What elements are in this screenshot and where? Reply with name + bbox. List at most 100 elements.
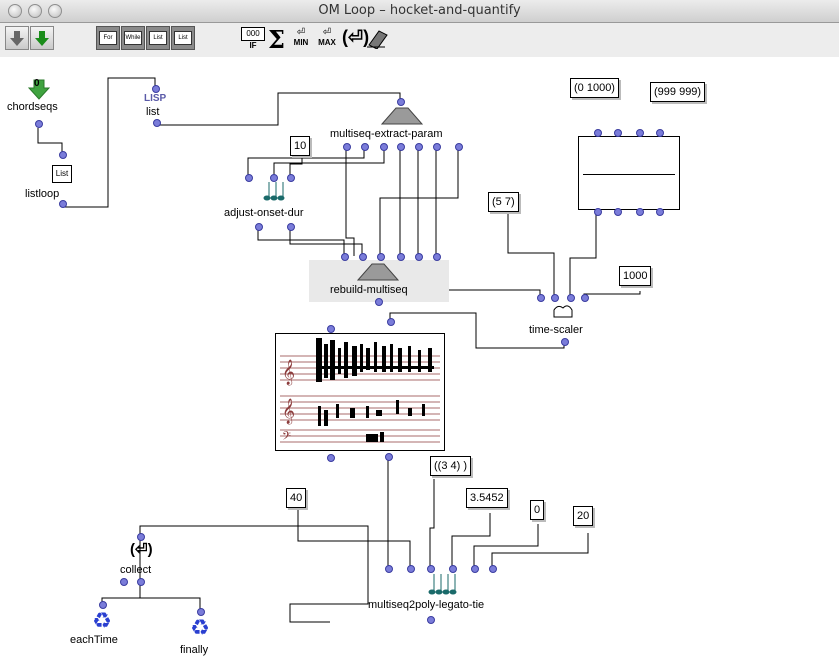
inlet-outlet[interactable]	[359, 253, 367, 261]
multiseq2poly-label[interactable]: multiseq2poly-legato-tie	[368, 599, 485, 611]
inlet-outlet[interactable]	[377, 253, 385, 261]
list-loop-button-2[interactable]: List	[171, 26, 195, 50]
inlet-outlet[interactable]	[380, 143, 388, 151]
inlet-outlet[interactable]	[341, 253, 349, 261]
collect-label[interactable]: collect	[120, 564, 152, 576]
patch-canvas[interactable]: 0 chordseqs List listloop LISP list mult…	[0, 58, 839, 668]
value-0[interactable]: 0	[530, 500, 545, 520]
inlet-outlet[interactable]	[489, 565, 497, 573]
inlet-outlet[interactable]	[433, 253, 441, 261]
inlet-outlet[interactable]	[656, 208, 664, 216]
inlet-outlet[interactable]	[361, 143, 369, 151]
inlet-outlet[interactable]	[327, 325, 335, 333]
inlet-outlet[interactable]	[245, 174, 253, 182]
inlet-outlet[interactable]	[255, 223, 263, 231]
while-loop-button[interactable]: While	[121, 26, 145, 50]
inlet-outlet[interactable]	[343, 143, 351, 151]
inlet-outlet[interactable]	[455, 143, 463, 151]
inlet-outlet[interactable]	[397, 253, 405, 261]
inlet-outlet[interactable]	[614, 129, 622, 137]
inlet-outlet[interactable]	[120, 578, 128, 586]
collect-icon[interactable]: (⏎)	[130, 541, 153, 558]
value-20[interactable]: 20	[573, 506, 594, 526]
om-if-button[interactable]: 000 IF	[241, 27, 265, 51]
inlet-outlet[interactable]	[433, 143, 441, 151]
bpf-editor-box[interactable]	[578, 136, 680, 210]
arrow-down-green-button[interactable]	[30, 26, 54, 50]
green-arrow-icon[interactable]	[28, 78, 50, 100]
adjust-onset-dur-label[interactable]: adjust-onset-dur	[224, 207, 304, 219]
inlet-outlet[interactable]	[397, 98, 405, 106]
arrow-down-gray-button[interactable]	[5, 26, 29, 50]
inlet-outlet[interactable]	[137, 533, 145, 541]
collect-tool-icon[interactable]: (⏎)	[342, 27, 370, 47]
inlet-outlet[interactable]	[636, 208, 644, 216]
inlet-outlet[interactable]	[427, 616, 435, 624]
inlet-outlet[interactable]	[656, 129, 664, 137]
minimize-button[interactable]	[28, 4, 42, 18]
inlet-outlet[interactable]	[581, 294, 589, 302]
close-button[interactable]	[8, 4, 22, 18]
inlet-outlet[interactable]	[471, 565, 479, 573]
inlet-outlet[interactable]	[387, 318, 395, 326]
listloop-label[interactable]: listloop	[25, 188, 60, 200]
for-loop-button[interactable]: For	[96, 26, 120, 50]
inlet-outlet[interactable]	[415, 143, 423, 151]
list-label[interactable]: list	[146, 106, 160, 118]
value-1000[interactable]: 1000	[619, 266, 652, 286]
notes-icon[interactable]	[262, 180, 292, 202]
list-loop-button[interactable]: List	[146, 26, 170, 50]
inlet-outlet[interactable]	[152, 85, 160, 93]
value-999-999[interactable]: (999 999)	[650, 82, 706, 102]
list-loop-icon[interactable]: List	[52, 165, 72, 183]
sum-icon[interactable]: Σ	[268, 25, 285, 54]
inlet-outlet[interactable]	[614, 208, 622, 216]
recycle-finally-icon[interactable]: ♻	[190, 615, 210, 640]
inlet-outlet[interactable]	[137, 578, 145, 586]
time-scaler-icon[interactable]	[552, 302, 574, 320]
inlet-outlet[interactable]	[567, 294, 575, 302]
each-time-label[interactable]: eachTime	[70, 634, 118, 646]
inlet-outlet[interactable]	[287, 174, 295, 182]
inlet-outlet[interactable]	[35, 120, 43, 128]
score-editor-box[interactable]: 𝄞 𝄞 𝄢	[275, 333, 445, 451]
inlet-outlet[interactable]	[537, 294, 545, 302]
finally-label[interactable]: finally	[180, 644, 209, 656]
value-3-4[interactable]: ((3 4) )	[430, 456, 471, 476]
inlet-outlet[interactable]	[594, 129, 602, 137]
inlet-outlet[interactable]	[636, 129, 644, 137]
value-40[interactable]: 40	[286, 488, 307, 508]
inlet-outlet[interactable]	[385, 565, 393, 573]
inlet-outlet[interactable]	[415, 253, 423, 261]
inlet-outlet[interactable]	[59, 151, 67, 159]
inlet-outlet[interactable]	[551, 294, 559, 302]
inlet-outlet[interactable]	[153, 119, 161, 127]
inlet-outlet[interactable]	[385, 453, 393, 461]
inlet-outlet[interactable]	[375, 298, 383, 306]
poly-notes-icon[interactable]	[426, 572, 460, 596]
inlet-outlet[interactable]	[270, 174, 278, 182]
inlet-outlet[interactable]	[561, 338, 569, 346]
recycle-each-time-icon[interactable]: ♻	[92, 608, 112, 633]
inlet-outlet[interactable]	[397, 143, 405, 151]
time-scaler-label[interactable]: time-scaler	[529, 324, 583, 336]
zoom-button[interactable]	[48, 4, 62, 18]
value-10[interactable]: 10	[290, 136, 311, 156]
max-button[interactable]: ⏎ MAX	[316, 27, 338, 47]
inlet-outlet[interactable]	[99, 601, 107, 609]
inlet-outlet[interactable]	[594, 208, 602, 216]
inlet-outlet[interactable]	[327, 454, 335, 462]
eraser-icon[interactable]	[365, 27, 389, 54]
chordseqs-label[interactable]: chordseqs	[7, 101, 58, 113]
inlet-outlet[interactable]	[287, 223, 295, 231]
inlet-outlet[interactable]	[427, 565, 435, 573]
value-5-7[interactable]: (5 7)	[488, 192, 519, 212]
inlet-outlet[interactable]	[449, 565, 457, 573]
value-0-1000[interactable]: (0 1000)	[570, 78, 619, 98]
inlet-outlet[interactable]	[197, 608, 205, 616]
multiseq-extract-icon[interactable]	[380, 106, 424, 126]
min-button[interactable]: ⏎ MIN	[290, 27, 312, 47]
inlet-outlet[interactable]	[59, 200, 67, 208]
multiseq-extract-param-label[interactable]: multiseq-extract-param	[330, 128, 443, 140]
inlet-outlet[interactable]	[407, 565, 415, 573]
